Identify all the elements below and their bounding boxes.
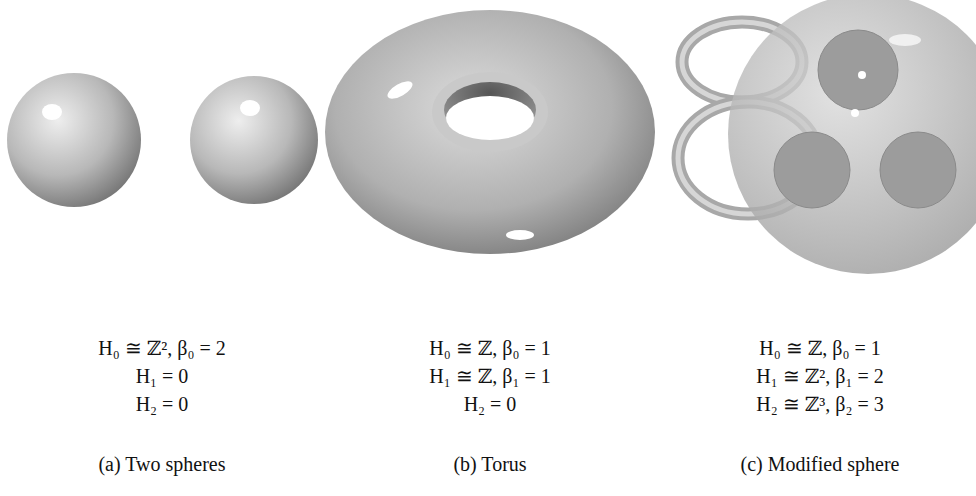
two-spheres <box>7 73 318 207</box>
homology-line: H₁ ≅ ℤ, β₁ = 1 <box>429 364 550 388</box>
homology-line: H₁ = 0 <box>136 364 189 388</box>
homology-line: H₁ ≅ ℤ², β₁ = 2 <box>756 364 883 388</box>
modified-sphere <box>678 0 976 274</box>
homology-line: H₀ ≅ ℤ², β₀ = 2 <box>98 336 225 360</box>
subfigure-caption: (c) Modified sphere <box>741 452 900 476</box>
torus <box>325 10 655 254</box>
subfigure-caption: (b) Torus <box>453 452 526 476</box>
homology-line: H₂ = 0 <box>136 392 189 416</box>
subfigure-caption: (a) Two spheres <box>98 452 225 476</box>
homology-line: H₀ ≅ ℤ, β₀ = 1 <box>429 336 550 360</box>
homology-line: H₂ ≅ ℤ³, β₂ = 3 <box>756 392 883 416</box>
homology-line: H₀ ≅ ℤ, β₀ = 1 <box>759 336 880 360</box>
homology-line: H₂ = 0 <box>464 392 517 416</box>
